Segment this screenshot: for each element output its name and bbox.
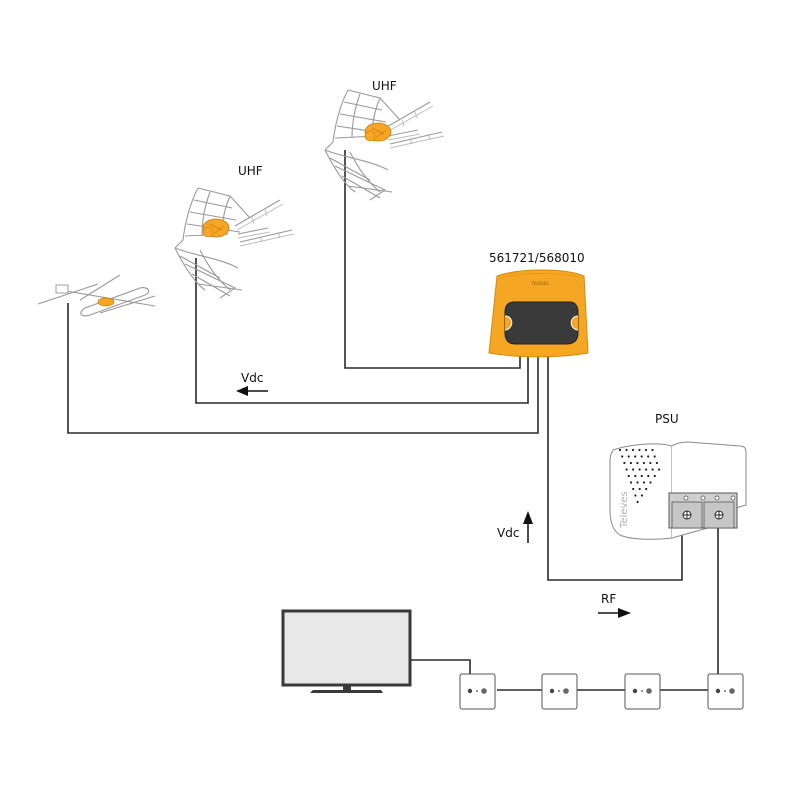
amplifier: TELEVES xyxy=(488,269,589,358)
coax-socket-icon xyxy=(481,688,487,694)
tv-screen xyxy=(281,609,412,687)
coax-socket-icon xyxy=(467,688,473,694)
wall-outlet xyxy=(459,673,496,710)
vhf-antenna xyxy=(37,274,156,317)
psu-brand-text: Televes xyxy=(619,491,630,529)
uhf-antenna-1-label: UHF xyxy=(372,79,397,93)
amplifier-connector-panel xyxy=(504,301,579,345)
arrow-up-icon xyxy=(523,511,533,543)
uhf-antenna-1 xyxy=(324,89,445,201)
vent-dot xyxy=(653,474,656,478)
vent-dot xyxy=(625,448,628,452)
psu: Televes xyxy=(609,441,747,540)
tv-neck xyxy=(343,685,351,690)
vent-dot xyxy=(647,455,650,458)
vent-dot xyxy=(640,474,643,478)
vent-dot xyxy=(653,455,656,458)
amplifier-model-label: 561721/568010 xyxy=(489,251,585,265)
uhf-antenna-2-label: UHF xyxy=(238,164,263,178)
vent-dot xyxy=(632,468,635,471)
rf-label: RF xyxy=(601,592,616,606)
vent-dot xyxy=(631,448,635,452)
uhf-directors xyxy=(384,101,445,149)
svg-text:TELEVES: TELEVES xyxy=(530,281,549,286)
vent-dot xyxy=(634,455,637,458)
coax-socket-icon xyxy=(558,690,560,692)
coax-socket-icon xyxy=(549,688,555,694)
vent-dot xyxy=(647,474,650,478)
vhf-element xyxy=(37,283,99,305)
vent-dot xyxy=(629,481,633,484)
vent-dot xyxy=(651,468,654,471)
vent-dot xyxy=(649,481,652,484)
psu-front-cover xyxy=(609,443,673,540)
vent-dot xyxy=(642,461,646,465)
vent-dot xyxy=(640,455,643,458)
arrow-left-icon xyxy=(236,386,268,396)
vent-dot xyxy=(645,487,648,491)
vent-dot xyxy=(651,448,654,452)
vent-dot xyxy=(658,468,661,471)
tv xyxy=(281,609,412,693)
vent-dot xyxy=(627,474,630,478)
cable-vhf-to-amp xyxy=(67,303,539,434)
uhf-directors xyxy=(234,199,295,247)
vent-dot xyxy=(634,494,637,497)
uhf-grid-reflector xyxy=(324,89,401,201)
coax-socket-icon xyxy=(563,688,569,694)
psu-screw-icon xyxy=(682,510,724,520)
vent-dot xyxy=(625,468,628,471)
coax-socket-icon xyxy=(476,690,478,692)
vhf-balun-orange xyxy=(97,297,115,307)
tv-stand xyxy=(310,690,383,693)
vent-dot xyxy=(621,455,624,458)
wall-outlet xyxy=(541,673,578,710)
uhf-grid-reflector xyxy=(174,187,251,299)
vhf-mast-clamp xyxy=(55,284,69,294)
wall-outlet xyxy=(707,673,744,710)
vent-dot xyxy=(640,494,644,497)
vent-dot xyxy=(644,448,648,452)
vent-dot xyxy=(636,481,639,484)
vent-dot xyxy=(627,455,630,458)
arrow-right-icon xyxy=(598,608,631,618)
cable-uhf2-to-amp xyxy=(195,258,529,404)
vent-dot xyxy=(634,474,637,478)
wall-outlets xyxy=(459,673,744,710)
vent-dot xyxy=(645,468,648,471)
vent-dot xyxy=(638,468,641,471)
coax-socket-icon xyxy=(715,688,721,694)
psu-vent-dots xyxy=(618,448,661,504)
psu-label: PSU xyxy=(655,412,679,426)
vent-dot xyxy=(629,461,633,465)
vhf-element xyxy=(79,274,121,301)
coax-socket-icon xyxy=(641,690,643,692)
vent-dot xyxy=(642,481,646,484)
coax-socket-icon xyxy=(729,688,735,694)
vent-dot xyxy=(636,500,639,504)
uhf-antenna-2 xyxy=(174,187,295,299)
cable-amp-to-psu xyxy=(547,343,683,581)
vhf-folded-dipole xyxy=(80,287,150,317)
vhf-element xyxy=(99,295,156,314)
vdc-label-left: Vdc xyxy=(241,371,263,385)
vent-dot xyxy=(638,448,641,452)
vent-dot xyxy=(623,461,626,465)
amplifier-mount-hole-left xyxy=(504,315,513,331)
coax-socket-icon xyxy=(724,690,726,692)
coax-socket-icon xyxy=(646,688,652,694)
vent-dot xyxy=(638,487,641,491)
uhf-dipole-orange xyxy=(364,122,392,142)
coax-socket-icon xyxy=(632,688,638,694)
vdc-label-up: Vdc xyxy=(497,526,519,540)
vent-dot xyxy=(632,487,635,491)
vent-dot xyxy=(655,461,659,465)
amplifier-mount-hole-right xyxy=(570,315,579,331)
vent-dot xyxy=(649,461,652,465)
uhf-dipole-orange xyxy=(202,218,230,238)
wall-outlet xyxy=(624,673,661,710)
vent-dot xyxy=(636,461,639,465)
vent-dot xyxy=(618,448,622,452)
